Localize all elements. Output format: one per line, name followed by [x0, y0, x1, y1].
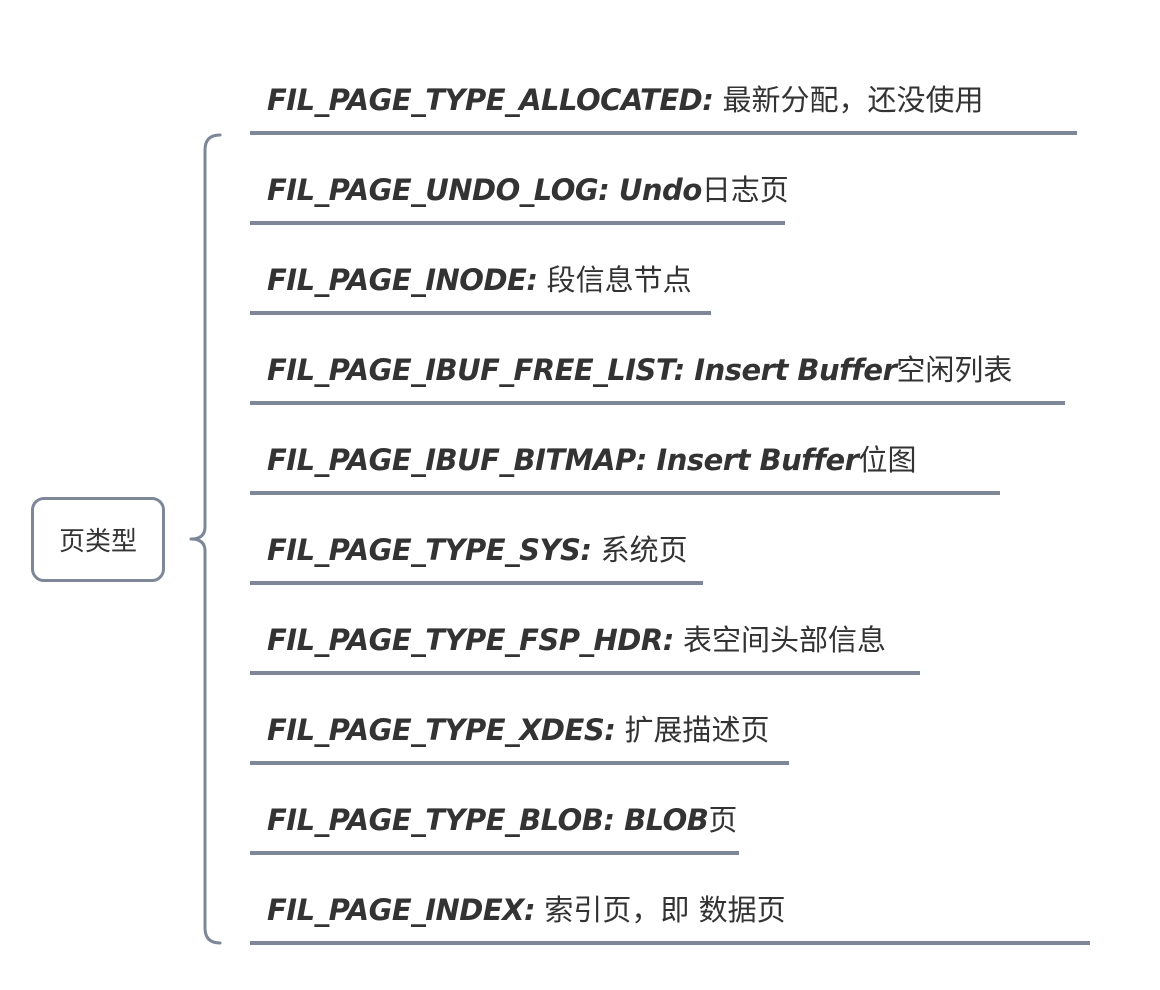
branch-underline — [250, 491, 1000, 495]
branch-desc: 位图 — [858, 443, 917, 477]
branch-underline — [250, 221, 785, 225]
branch-desc: 扩展描述页 — [615, 713, 770, 747]
branch-desc: 系统页 — [591, 533, 688, 567]
branch-code: FIL_PAGE_INODE: — [267, 263, 538, 297]
branch-code: FIL_PAGE_TYPE_SYS: — [267, 533, 592, 567]
branch-underline — [250, 131, 1077, 135]
branch-code: FIL_PAGE_INDEX: — [267, 893, 536, 927]
branch-underline — [250, 941, 1090, 945]
branch-desc: 日志页 — [701, 173, 789, 207]
root-node-label: 页类型 — [58, 527, 137, 557]
branch-brace — [189, 133, 222, 945]
branch-desc: 表空间头部信息 — [673, 623, 887, 657]
branch-underline — [250, 671, 920, 675]
branch-underline — [250, 761, 789, 765]
branch-code: FIL_PAGE_TYPE_BLOB: BLOB — [267, 803, 709, 837]
branch-underline — [250, 401, 1065, 405]
branch-desc: 段信息节点 — [537, 263, 692, 297]
branch-desc: 空闲列表 — [896, 353, 1013, 387]
branch-underline — [250, 851, 739, 855]
branch-underline — [250, 311, 711, 315]
branch-underline — [250, 581, 703, 585]
branch-code: FIL_PAGE_TYPE_FSP_HDR: — [267, 623, 674, 657]
branch-code: FIL_PAGE_IBUF_FREE_LIST: Insert Buffer — [267, 353, 897, 387]
branch-code: FIL_PAGE_UNDO_LOG: Undo — [267, 173, 702, 207]
branch-code: FIL_PAGE_TYPE_ALLOCATED: — [267, 83, 714, 117]
branch-code: FIL_PAGE_IBUF_BITMAP: Insert Buffer — [267, 443, 859, 477]
branch-desc: 最新分配，还没使用 — [713, 83, 984, 117]
branch-desc: 索引页，即 数据页 — [535, 893, 786, 927]
branch-code: FIL_PAGE_TYPE_XDES: — [267, 713, 616, 747]
branch-desc: 页 — [708, 803, 738, 837]
root-node[interactable]: 页类型 — [31, 497, 165, 582]
